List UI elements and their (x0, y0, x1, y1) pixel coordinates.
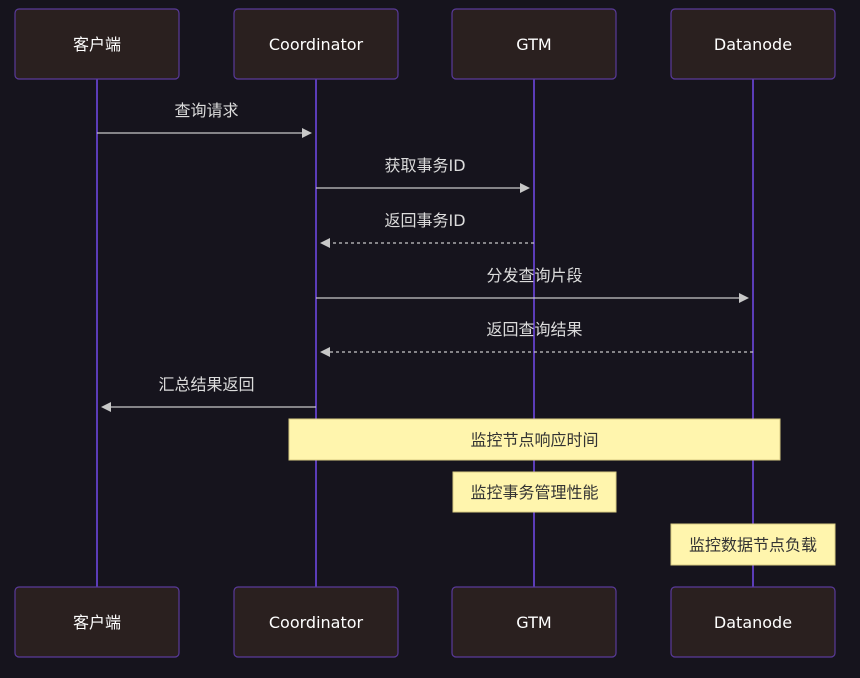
participant-label-client-top: 客户端 (73, 35, 121, 54)
message-arrowhead (302, 128, 312, 138)
message-label: 返回查询结果 (486, 320, 582, 339)
message-arrowhead (739, 293, 749, 303)
participant-box-gtm-top (451, 8, 617, 80)
message-label: 获取事务ID (384, 156, 465, 175)
note-box (288, 418, 781, 461)
participant-box-client-top (14, 8, 180, 80)
participant-box-client-bottom (14, 586, 180, 658)
message-arrowhead (520, 183, 530, 193)
message-arrowhead (101, 402, 111, 412)
participant-label-dn-bottom: Datanode (714, 613, 792, 632)
participant-label-gtm-top: GTM (516, 35, 551, 54)
message-label: 分发查询片段 (486, 266, 582, 285)
participant-label-dn-top: Datanode (714, 35, 792, 54)
note-label: 监控节点响应时间 (470, 431, 598, 450)
participant-box-coord-top (233, 8, 399, 80)
message-arrowhead (320, 238, 330, 248)
participant-box-dn-top (670, 8, 836, 80)
participant-label-coord-top: Coordinator (269, 35, 364, 54)
message-label: 返回事务ID (384, 211, 465, 230)
note-label: 监控数据节点负载 (689, 536, 817, 555)
message-label: 汇总结果返回 (158, 375, 254, 394)
note-box (670, 523, 836, 566)
participant-box-dn-bottom (670, 586, 836, 658)
note-box (452, 471, 617, 513)
message-arrowhead (320, 347, 330, 357)
message-label: 查询请求 (174, 101, 238, 120)
note-label: 监控事务管理性能 (470, 483, 598, 502)
participant-label-client-bottom: 客户端 (73, 613, 121, 632)
participant-label-coord-bottom: Coordinator (269, 613, 364, 632)
participant-label-gtm-bottom: GTM (516, 613, 551, 632)
participant-box-gtm-bottom (451, 586, 617, 658)
participant-box-coord-bottom (233, 586, 399, 658)
